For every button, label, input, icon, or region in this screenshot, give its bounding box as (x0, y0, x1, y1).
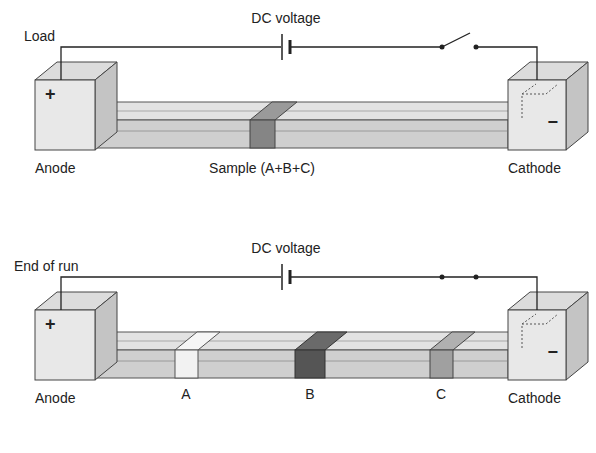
voltage-label: DC voltage (251, 10, 320, 26)
apparatus-top (35, 62, 588, 150)
electrode-label: Cathode (508, 160, 561, 176)
band-c (430, 332, 475, 378)
voltage-label: DC voltage (251, 240, 320, 256)
state-label: Load (24, 28, 55, 44)
sample-label: Sample (A+B+C) (209, 160, 315, 176)
electrode-label: Anode (35, 390, 75, 406)
sample-band (250, 102, 297, 148)
band-label: B (305, 386, 314, 402)
switch-open (440, 33, 479, 52)
band-a (175, 332, 220, 378)
battery-symbol (281, 34, 291, 60)
polarity-sign: − (547, 344, 558, 360)
state-label: End of run (14, 258, 79, 274)
circuit-wire (61, 277, 537, 310)
battery-symbol (281, 264, 291, 290)
electrode-label: Cathode (508, 390, 561, 406)
anode-box: +Anode (35, 80, 95, 150)
apparatus-bottom (35, 292, 588, 380)
band-b (295, 332, 347, 378)
cathode-box: −Cathode (508, 310, 566, 380)
polarity-sign: − (547, 114, 558, 130)
polarity-sign: + (45, 86, 56, 102)
electrode-label: Anode (35, 160, 75, 176)
cathode-box: −Cathode (508, 80, 566, 150)
band-label: C (436, 386, 446, 402)
polarity-sign: + (45, 316, 56, 332)
band-label: A (181, 386, 190, 402)
anode-box: +Anode (35, 310, 95, 380)
switch-closed (440, 275, 479, 280)
